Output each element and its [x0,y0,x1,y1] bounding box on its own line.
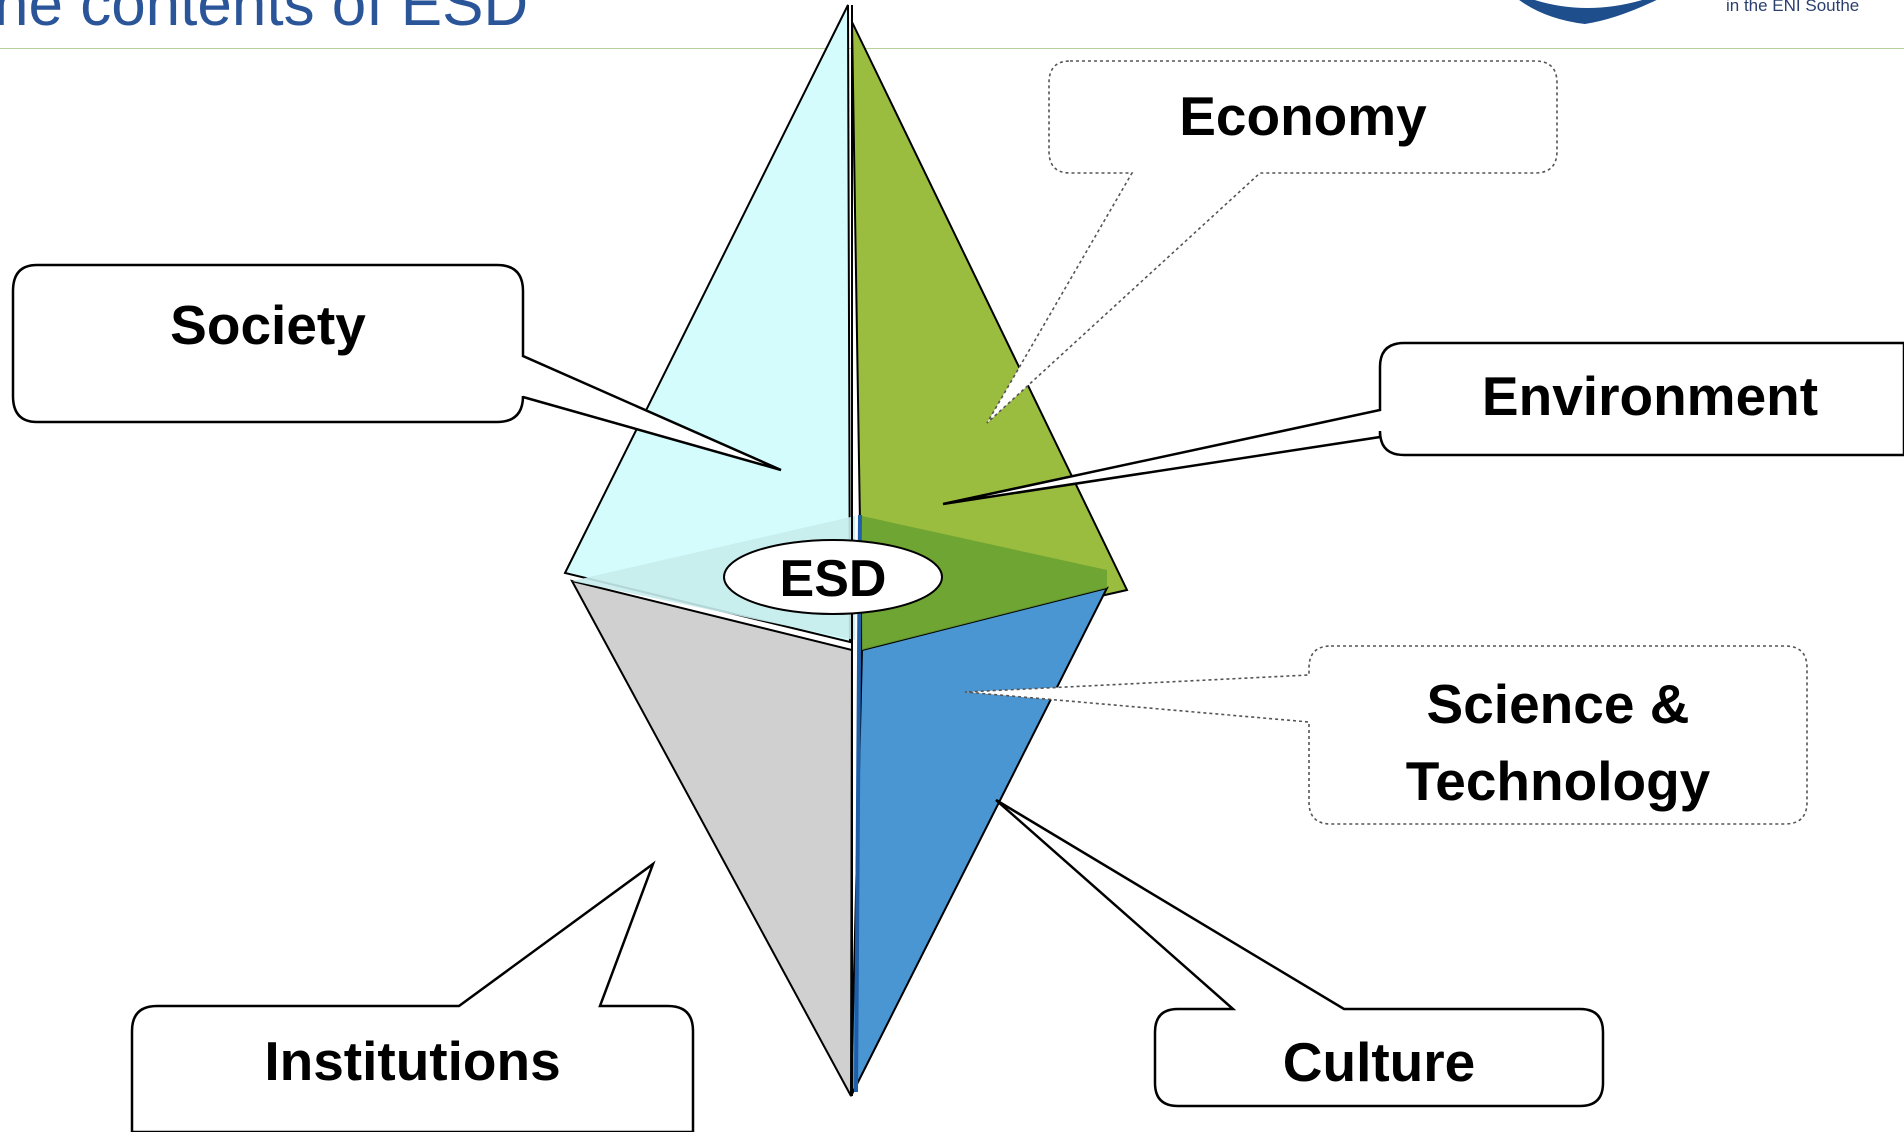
culture-callout [995,798,1605,1108]
science-technology-label-line2: Technology [1405,750,1711,812]
science-technology-callout [964,645,1808,825]
title-divider [0,48,1904,49]
environment-label: Environment [1481,365,1819,427]
esd-center-ellipse [723,539,943,615]
logo-caption: in the ENI Southe [1726,0,1860,15]
science-technology-label-line1: Science & [1426,673,1690,735]
esd-center-label: ESD [780,550,887,608]
environment-overlap [862,516,1107,650]
economy-callout [986,60,1558,424]
economy-label: Economy [1179,85,1427,147]
culture-face [850,586,1109,1097]
society-callout [11,263,782,472]
society-label: Society [170,294,366,356]
culture-label: Culture [1282,1031,1476,1093]
institutions-label: Institutions [264,1030,561,1092]
environment-callout [942,341,1904,506]
logo-icon [1519,0,1657,24]
institutions-callout [130,860,695,1132]
page-title: he contents of ESD [0,0,529,39]
